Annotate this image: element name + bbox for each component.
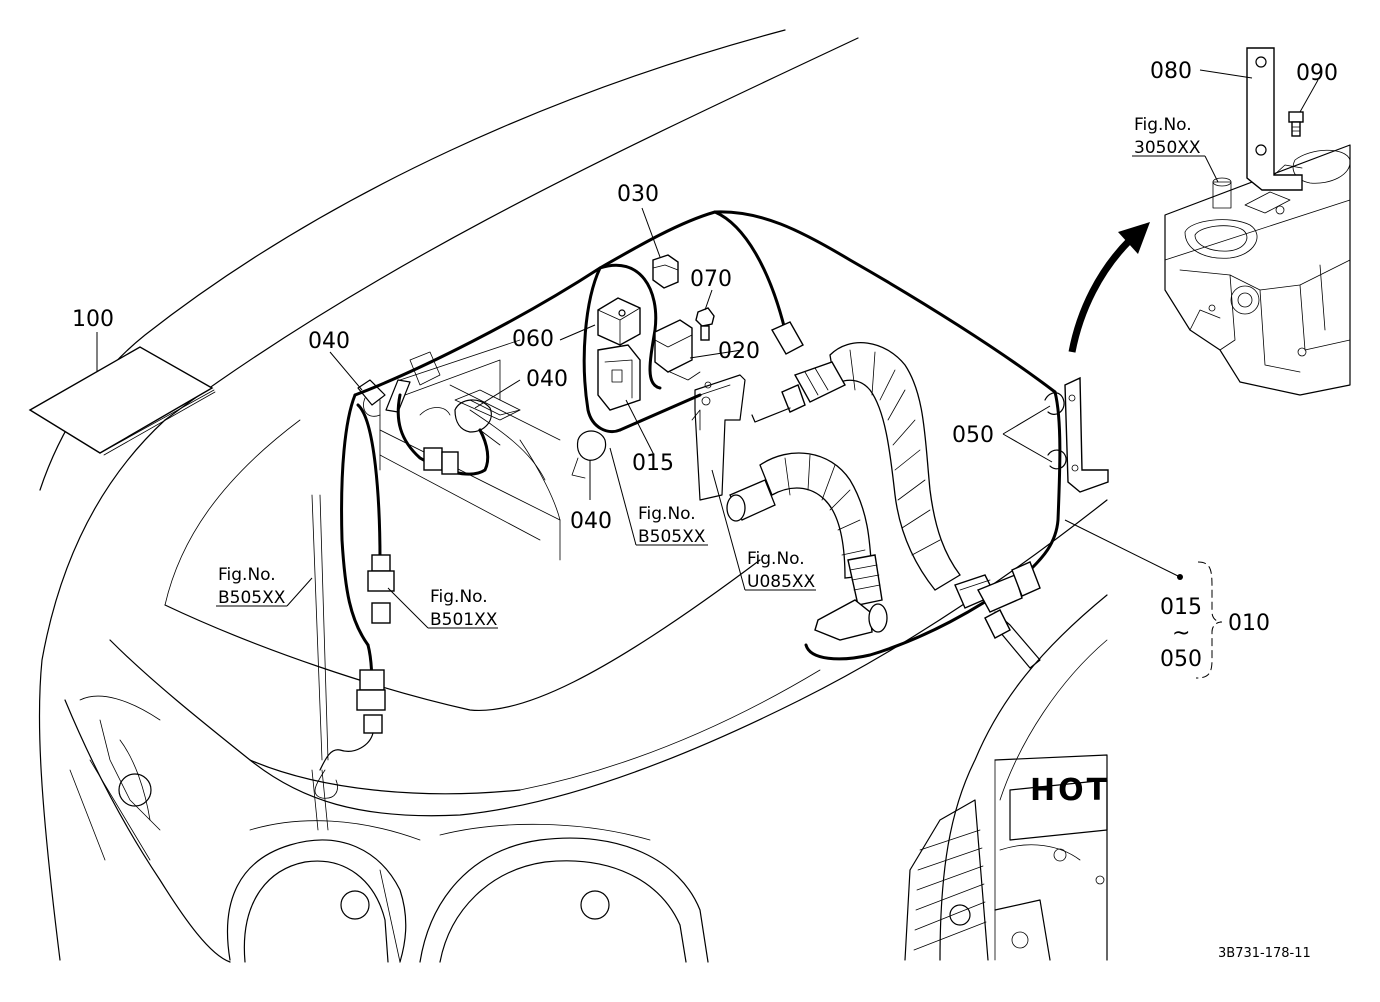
center-mount-bracket: [691, 374, 746, 501]
range-start-015: 015: [1160, 595, 1202, 620]
engine-head-inset: [1164, 144, 1351, 396]
callout-015: 015: [632, 451, 674, 476]
callout-040-middle: 040: [526, 367, 568, 392]
part-040-clamp-left: [357, 379, 411, 417]
callout-080: 080: [1150, 59, 1192, 84]
part-020-relay: [654, 319, 701, 381]
svg-text:B501XX: B501XX: [430, 610, 498, 630]
heater-element-plug: [954, 561, 1041, 669]
callout-070: 070: [690, 267, 732, 292]
range-tilde: ~: [1172, 621, 1190, 646]
detail-arrow: [1068, 222, 1150, 353]
callout-040-left: 040: [308, 329, 350, 354]
heater-hose-upper: [829, 342, 961, 591]
connector-center: [423, 447, 459, 475]
svg-text:Fig.No.: Fig.No.: [747, 549, 805, 569]
part-040-clamp-lower: [571, 430, 607, 479]
callout-050: 050: [952, 423, 994, 448]
range-end-050: 050: [1160, 647, 1202, 672]
wiring-harness-015: [340, 210, 1062, 697]
connector-group-left: [311, 494, 395, 831]
part-040-clamp-middle: [454, 399, 521, 446]
hose-pipe-end: [726, 479, 776, 522]
part-050-bracket: [1044, 376, 1109, 493]
fig-ref-b501: Fig.No. B501XX: [430, 587, 498, 630]
part-100-manual: [28, 346, 216, 456]
drawing-code: 3B731-178-11: [1218, 946, 1311, 961]
part-080-bracket: [1246, 47, 1303, 191]
svg-text:Fig.No.: Fig.No.: [1134, 115, 1192, 135]
part-030-fuse: [652, 254, 679, 289]
svg-text:Fig.No.: Fig.No.: [430, 587, 488, 607]
fig-ref-b505-center: Fig.No. B505XX: [638, 504, 706, 547]
fig-ref-b505-left: Fig.No. B505XX: [218, 565, 286, 608]
leader-lines: [96, 69, 1319, 679]
svg-text:3050XX: 3050XX: [1134, 138, 1201, 158]
svg-text:Fig.No.: Fig.No.: [638, 504, 696, 524]
engine-side-grille: [904, 754, 1108, 961]
part-090-bolt: [1288, 111, 1304, 137]
callout-030: 030: [617, 182, 659, 207]
dash-panel-structure: [379, 339, 561, 561]
hose-fitting-upper: [751, 321, 846, 423]
callout-010: 010: [1228, 611, 1270, 636]
hot-warning-decal: HOT: [1030, 773, 1110, 808]
hose-fitting-lower: [814, 554, 888, 641]
svg-text:B505XX: B505XX: [218, 588, 286, 608]
callout-040-lower: 040: [570, 509, 612, 534]
part-060-relay: [597, 297, 641, 346]
part-015-holder: [597, 344, 641, 411]
tractor-hood-outline: [38, 29, 1108, 963]
callout-020: 020: [718, 339, 760, 364]
figure-references: Fig.No. B505XX Fig.No. B501XX Fig.No. B5…: [218, 115, 1201, 630]
callout-060: 060: [512, 327, 554, 352]
fig-ref-u085: Fig.No. U085XX: [747, 549, 816, 592]
svg-text:B505XX: B505XX: [638, 527, 706, 547]
part-070-bolt: [695, 307, 715, 341]
callout-labels: 100 040 040 040 060 030 070 020 015 050 …: [72, 59, 1338, 672]
callout-090: 090: [1296, 61, 1338, 86]
svg-text:U085XX: U085XX: [747, 572, 816, 592]
callout-100: 100: [72, 307, 114, 332]
svg-text:Fig.No.: Fig.No.: [218, 565, 276, 585]
fig-ref-3050: Fig.No. 3050XX: [1134, 115, 1201, 158]
